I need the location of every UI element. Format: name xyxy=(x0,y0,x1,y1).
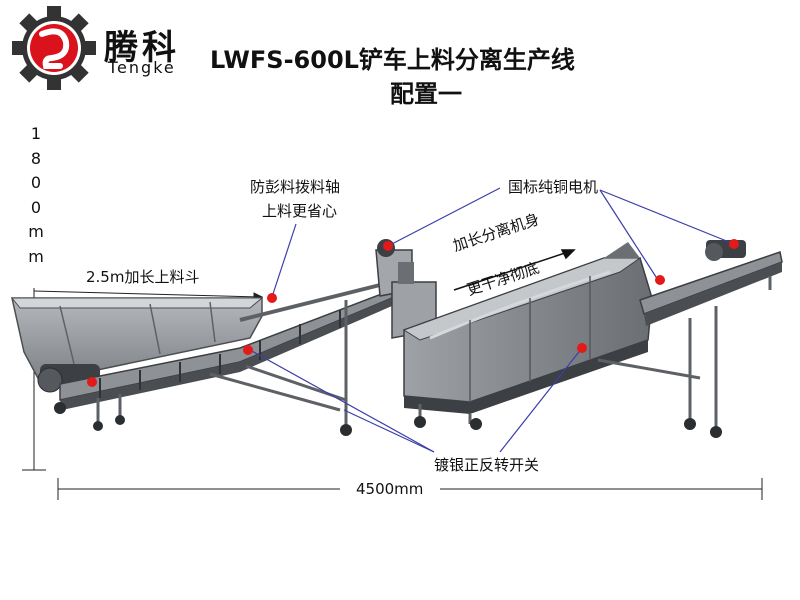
separator-body-arrow xyxy=(453,249,576,291)
marker-switch-1 xyxy=(243,345,253,355)
height-char: m xyxy=(28,222,44,241)
switch-label: 镀银正反转开关 xyxy=(434,456,540,474)
height-char: 0 xyxy=(30,173,42,192)
leader-lines xyxy=(249,187,735,453)
output-conveyor xyxy=(639,240,783,438)
brand-name-en: Tengke xyxy=(108,58,176,77)
height-dimension-label: 1 8 0 0 m m xyxy=(26,122,46,269)
marker-motor-3 xyxy=(729,239,739,249)
brand-logo xyxy=(8,4,100,92)
height-char: m xyxy=(28,246,44,266)
marker-motor-2 xyxy=(655,275,665,285)
gear-logo-icon xyxy=(12,6,96,90)
page-subtitle: 配置一 xyxy=(390,80,462,108)
height-char: 1 xyxy=(30,124,42,143)
marker-hopper-motor xyxy=(87,377,97,387)
marker-shaft xyxy=(267,293,277,303)
marker-switch-2 xyxy=(577,343,587,353)
incline-conveyor-1 xyxy=(54,280,393,436)
page-title: LWFS-600L铲车上料分离生产线 xyxy=(210,46,575,74)
length-dimension-label: 4500mm xyxy=(356,480,424,498)
shaft-label-line1: 防彭料拨料轴 xyxy=(250,178,341,196)
motor-label: 国标纯铜电机 xyxy=(508,178,599,196)
shaft-label-line2: 上料更省心 xyxy=(262,202,338,220)
marker-motor-1 xyxy=(383,241,393,251)
hopper-label: 2.5m加长上料斗 xyxy=(86,268,200,286)
height-char: 8 xyxy=(30,148,42,168)
separator-machine xyxy=(402,242,701,430)
feed-hopper xyxy=(10,297,264,393)
highlight-markers xyxy=(87,239,739,387)
height-char: 0 xyxy=(30,197,42,217)
length-dimension-line xyxy=(57,478,763,500)
brand-name-cn: 腾科 xyxy=(104,28,180,68)
